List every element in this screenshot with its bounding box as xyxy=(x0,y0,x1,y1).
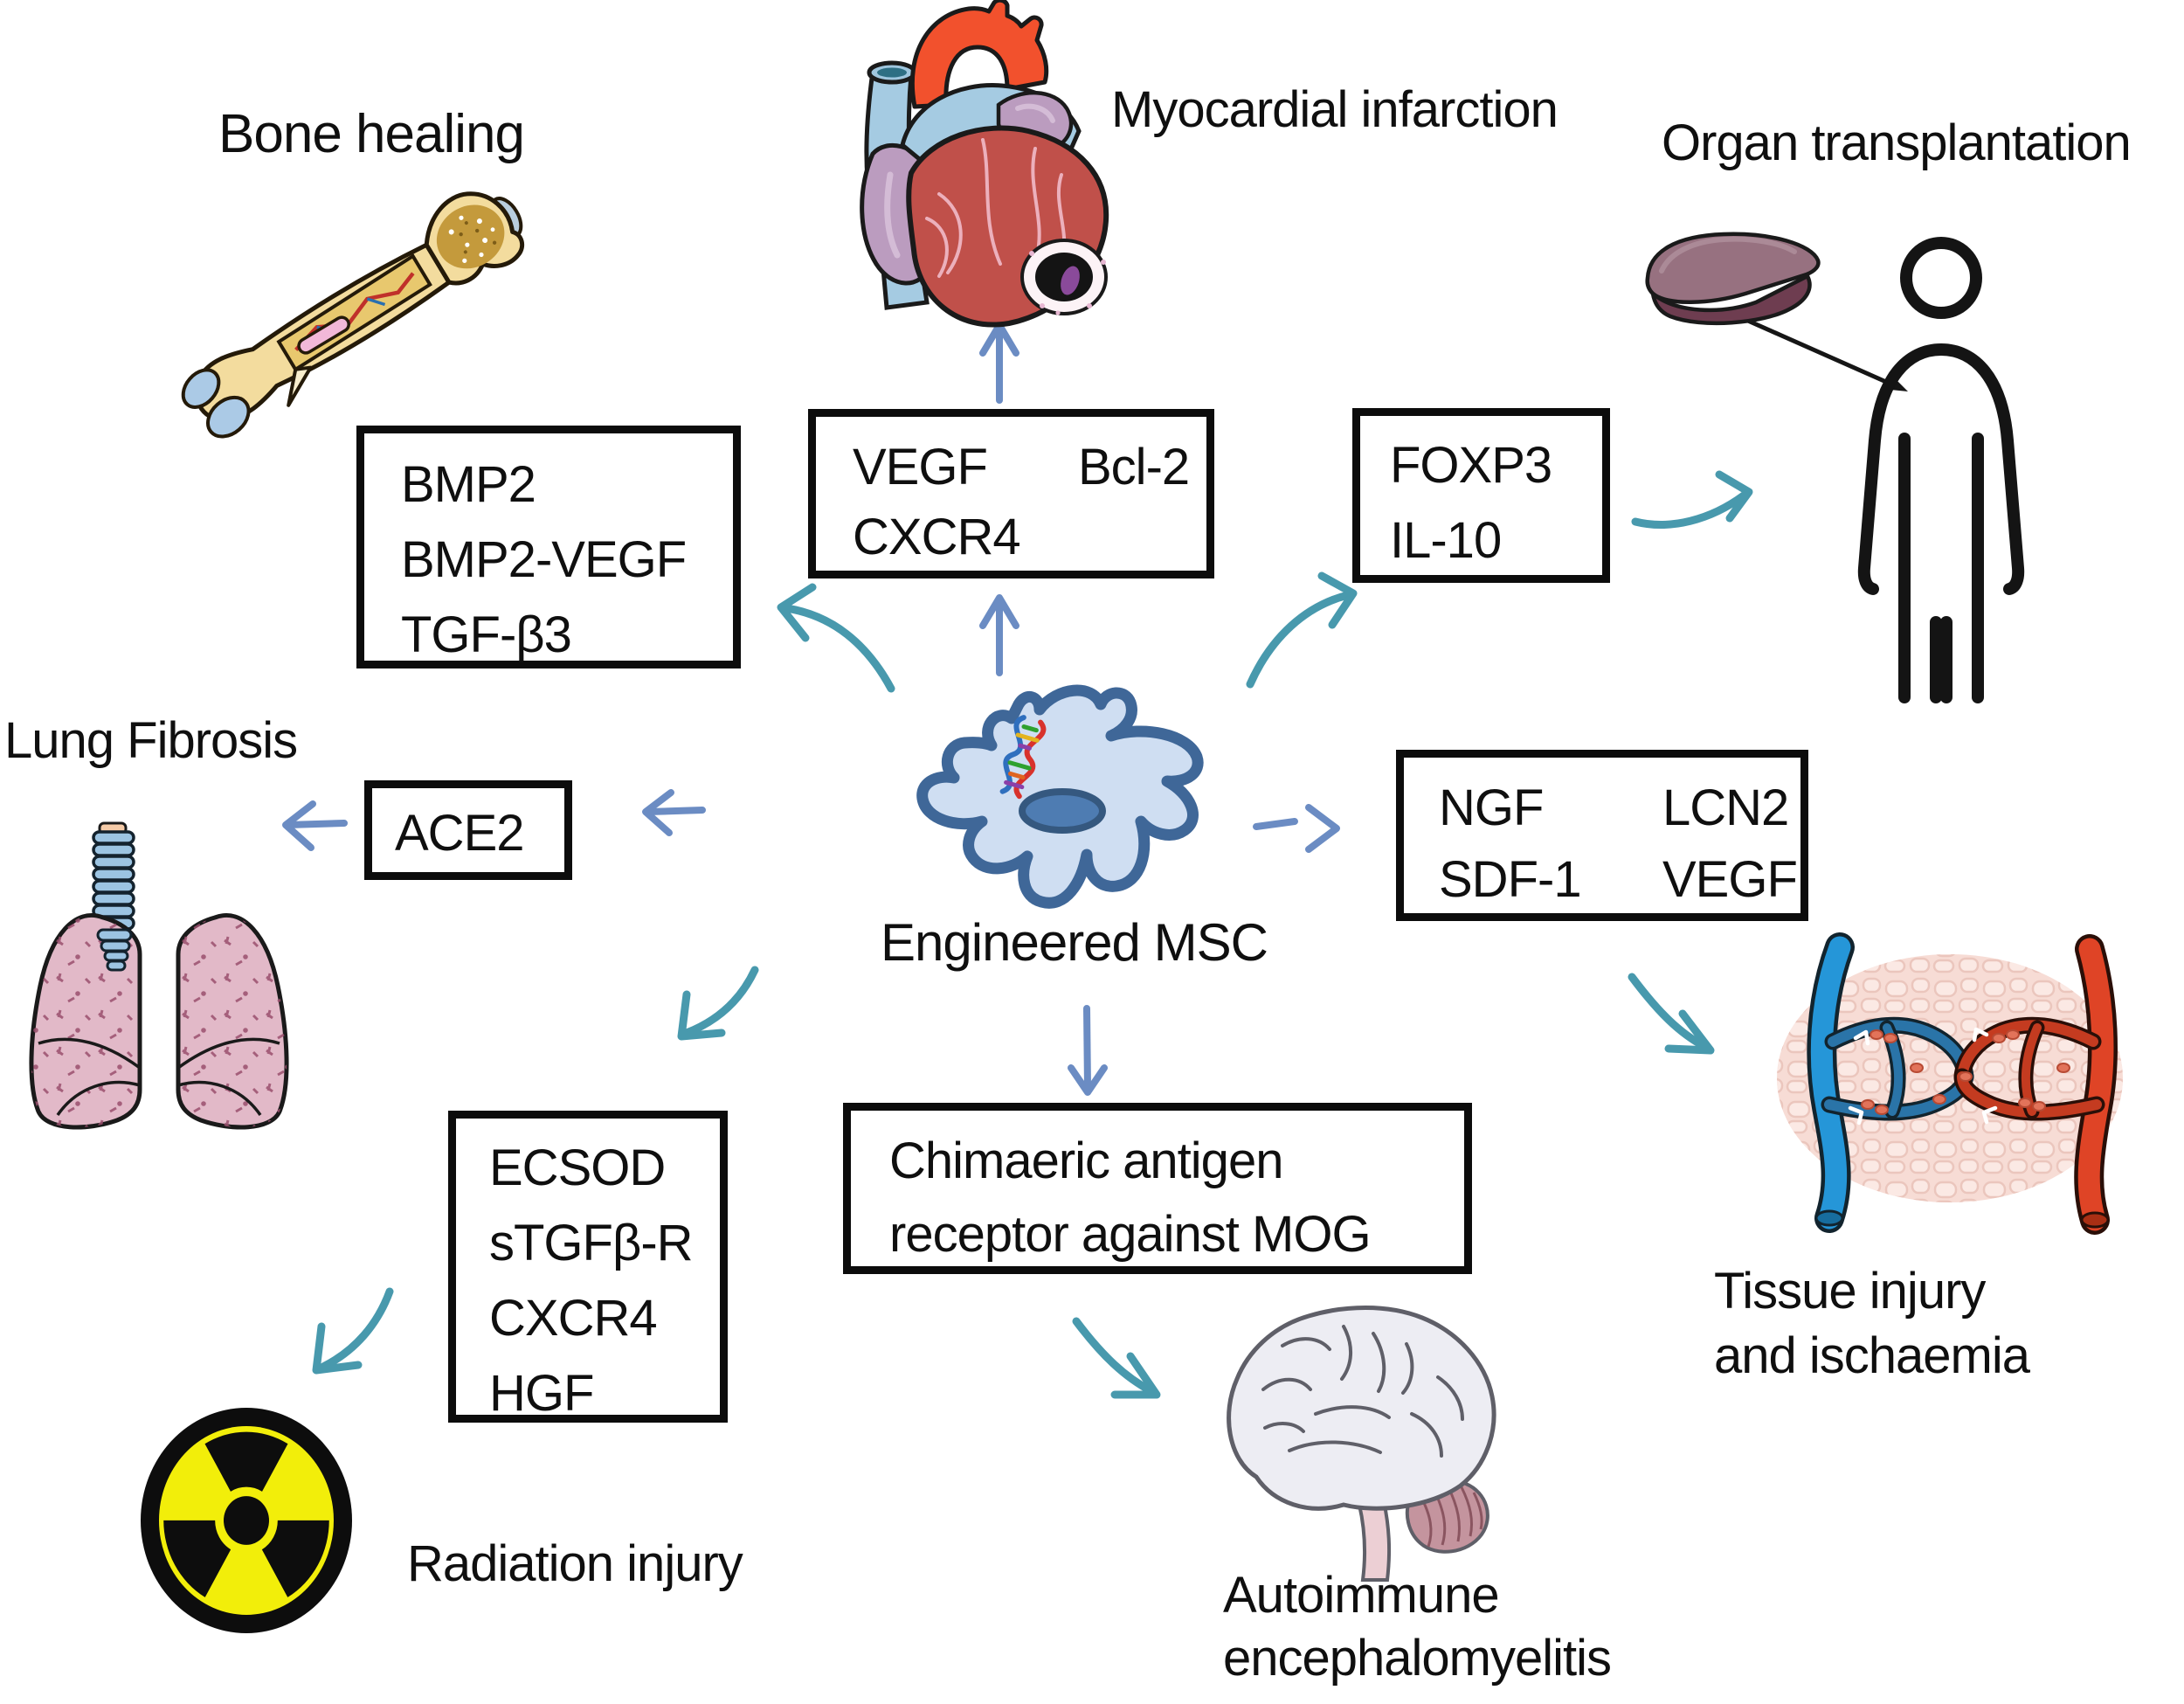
gene-label: ACE2 xyxy=(395,805,525,862)
gene-label: sTGFβ-R xyxy=(489,1215,694,1271)
gene-label: VEGF xyxy=(1662,851,1798,908)
arrow-cell-to-car-box-icon xyxy=(1068,1005,1108,1096)
arrow-cell-to-radiation-box-icon xyxy=(677,966,759,1041)
gene-label: VEGF xyxy=(853,439,988,495)
gene-label: CXCR4 xyxy=(853,509,1021,565)
gene-box-myocardial: VEGF Bcl-2 CXCR4 xyxy=(808,409,1214,578)
gene-box-tissue: NGF LCN2 SDF-1 VEGF xyxy=(1396,750,1808,921)
gene-label: Chimaeric antigen xyxy=(889,1133,1283,1189)
arrow-cell-to-transplant-box-icon xyxy=(1246,571,1358,689)
gene-box-transplant: FOXP3 IL-10 xyxy=(1352,408,1610,583)
engineered-msc-label: Engineered MSC xyxy=(881,913,1268,972)
lung-fibrosis-title: Lung Fibrosis xyxy=(4,712,298,769)
arrow-transplant-box-to-liver-icon xyxy=(1631,470,1753,529)
liver-icon xyxy=(1645,232,1821,326)
gene-label: receptor against MOG xyxy=(889,1206,1372,1263)
arrow-cell-to-heart-box-icon xyxy=(979,594,1019,676)
heart-icon xyxy=(860,0,1109,328)
gene-label: FOXP3 xyxy=(1390,437,1552,494)
gene-box-radiation: ECSOD sTGFβ-R CXCR4 HGF xyxy=(448,1111,728,1423)
lungs-icon xyxy=(29,821,289,1130)
gene-label: BMP2-VEGF xyxy=(401,531,687,588)
dna-icon xyxy=(999,715,1047,800)
tissue-injury-title-line1: Tissue injury xyxy=(1714,1263,1986,1320)
gene-label: NGF xyxy=(1439,779,1544,836)
gene-label: CXCR4 xyxy=(489,1290,658,1347)
myocardial-infarction-title: Myocardial infarction xyxy=(1111,81,1559,138)
organ-transplantation-title: Organ transplantation xyxy=(1662,114,2132,171)
gene-label: SDF-1 xyxy=(1439,851,1582,908)
gene-label: ECSOD xyxy=(489,1139,666,1196)
tissue-injury-title-line2: and ischaemia xyxy=(1714,1327,2030,1384)
msc-cell-icon xyxy=(916,684,1204,909)
person-icon xyxy=(1857,237,2025,703)
gene-label: BMP2 xyxy=(401,456,536,513)
bone-healing-title: Bone healing xyxy=(218,104,525,164)
arrow-tissue-box-to-capillary-icon xyxy=(1628,973,1715,1055)
arrow-radiation-box-to-radiation-icon xyxy=(312,1287,394,1375)
gene-label: TGF-β3 xyxy=(401,606,572,663)
arrow-ace2-to-lungs-icon xyxy=(282,800,348,851)
radiation-icon xyxy=(141,1408,352,1633)
gene-label: HGF xyxy=(489,1365,594,1422)
arrow-car-box-to-brain-icon xyxy=(1072,1317,1161,1399)
arrow-cell-to-ace2-icon xyxy=(642,789,706,836)
gene-box-bone-healing: BMP2 BMP2-VEGF TGF-β3 xyxy=(356,426,741,668)
gene-label: LCN2 xyxy=(1662,779,1789,836)
arrow-cell-to-bone-box-icon xyxy=(777,583,895,693)
autoimmune-title-line1: Autoimmune xyxy=(1223,1567,1500,1624)
capillary-icon xyxy=(1777,932,2123,1235)
gene-box-autoimmune: Chimaeric antigen receptor against MOG xyxy=(843,1103,1472,1274)
autoimmune-title-line2: encephalomyelitis xyxy=(1223,1630,1612,1687)
arrow-cell-to-tissue-box-icon xyxy=(1253,804,1340,853)
bone-icon xyxy=(181,191,525,439)
radiation-injury-title: Radiation injury xyxy=(407,1535,743,1592)
gene-box-lung: ACE2 xyxy=(364,780,572,880)
gene-label: IL-10 xyxy=(1390,512,1502,569)
brain-icon xyxy=(1227,1306,1496,1582)
gene-label: Bcl-2 xyxy=(1078,439,1190,495)
